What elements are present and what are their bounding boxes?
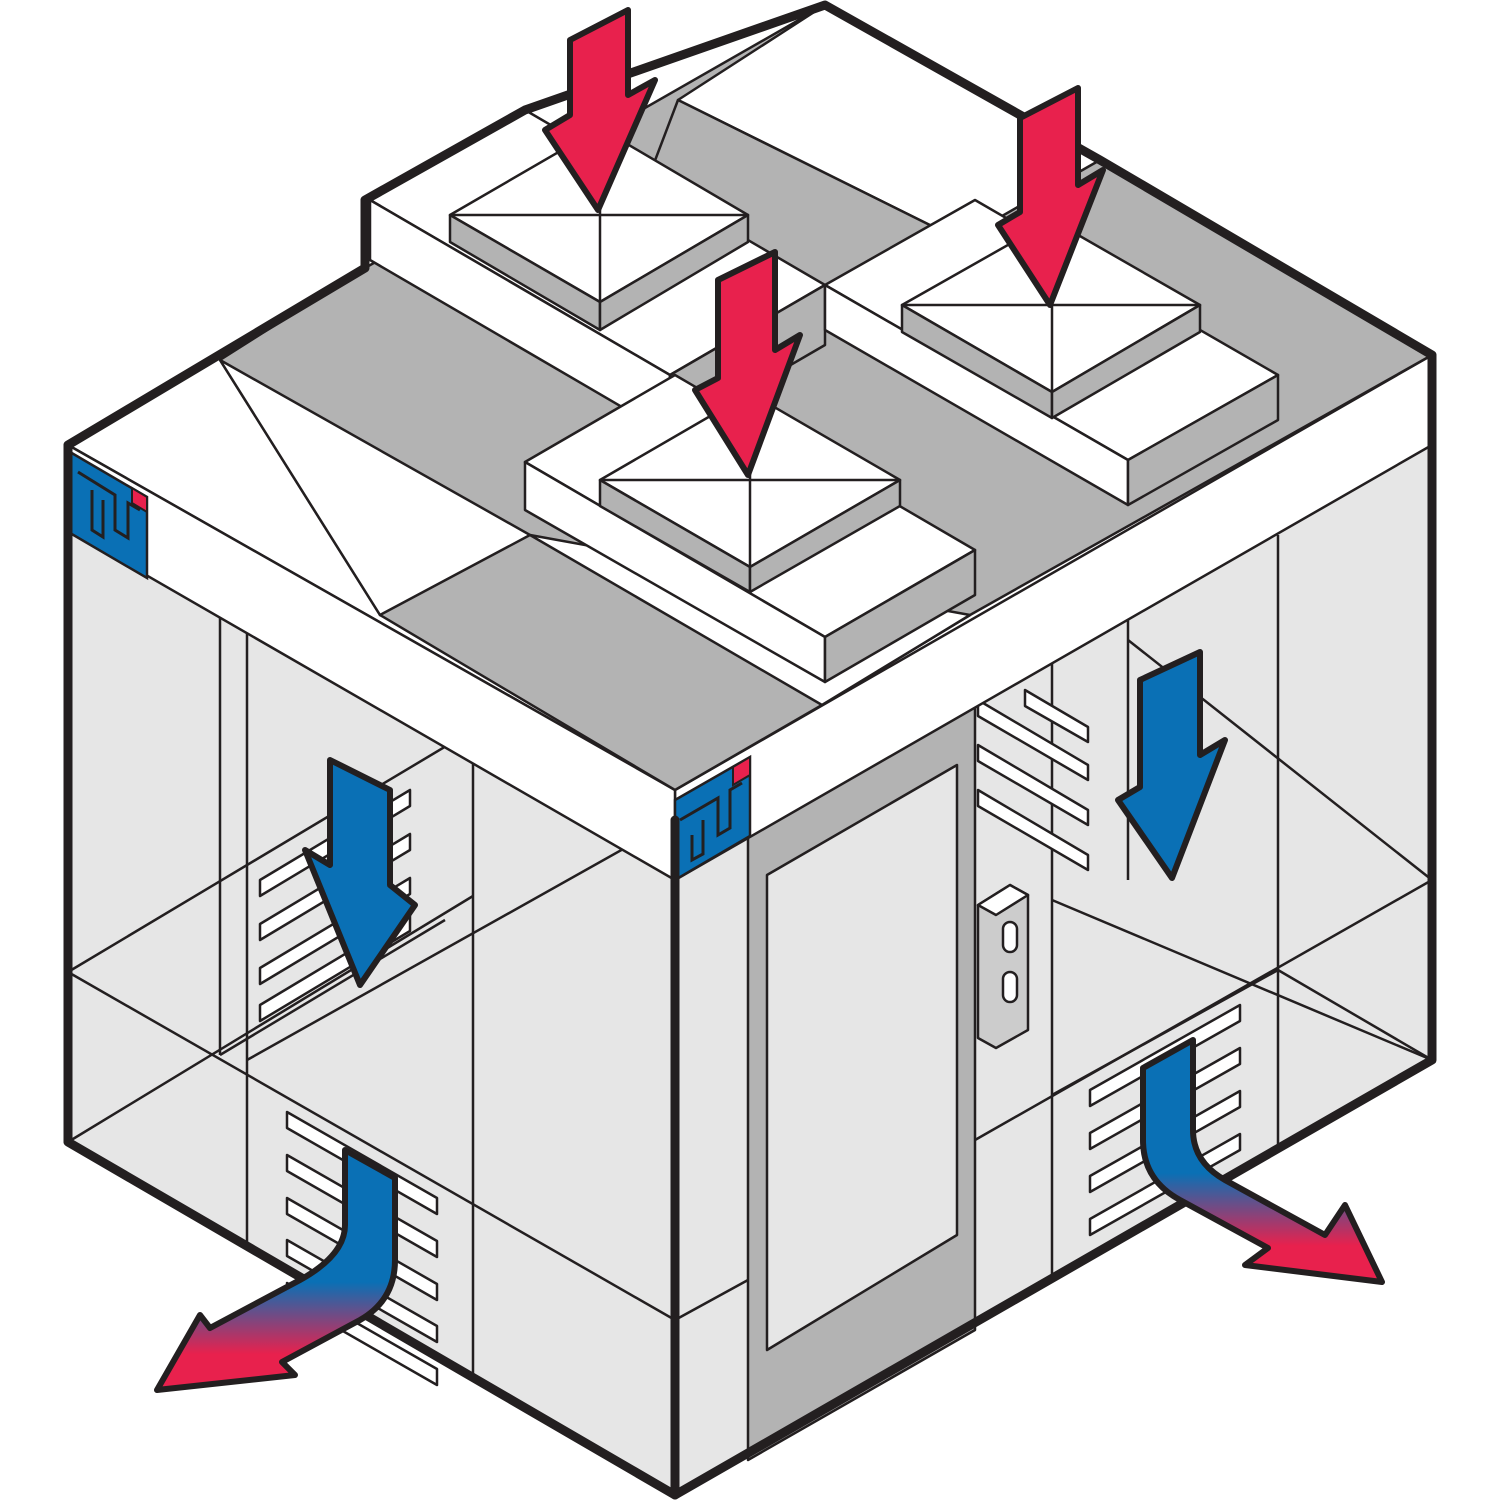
ffu-back-right — [823, 198, 1280, 507]
bent-arrow-icon — [154, 1147, 398, 1393]
down-arrow-icon — [302, 757, 418, 988]
bent-arrow-icon — [1140, 1037, 1385, 1285]
brand-logo-icon — [68, 449, 149, 581]
down-arrow-icon — [542, 7, 658, 213]
exhaust-arrows — [154, 1037, 1385, 1393]
door-keypad — [976, 883, 1030, 1050]
right-upper-vent — [976, 688, 1090, 872]
ffu-front — [523, 373, 977, 684]
intake-arrows — [542, 7, 1106, 478]
down-arrow-icon — [692, 249, 803, 478]
down-arrow-icon — [1115, 649, 1228, 881]
right-wall — [673, 368, 1434, 1497]
door-panel — [765, 763, 959, 1352]
down-arrow-icon — [995, 85, 1106, 308]
ffu-back-left — [368, 108, 827, 437]
outer-outline — [63, 0, 1437, 1500]
downflow-arrows — [302, 649, 1228, 988]
